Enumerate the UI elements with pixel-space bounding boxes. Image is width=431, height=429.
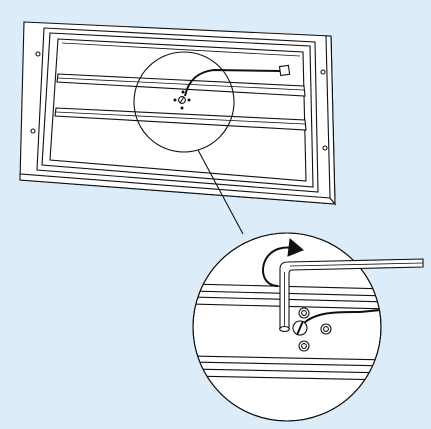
rail-line-8: [193, 375, 381, 381]
screw-top: [298, 307, 310, 319]
slat-2: [54, 107, 307, 131]
cable: [184, 68, 281, 97]
slat-1: [56, 73, 306, 97]
center-screw: [178, 96, 186, 104]
frame-top-lip: [61, 42, 301, 57]
rail-line-1: [193, 283, 381, 290]
screw-top-inner: [301, 310, 307, 316]
screw-bottom: [298, 340, 310, 352]
screw-bottom-inner: [301, 343, 307, 349]
mount-hole-top-left: [35, 51, 41, 57]
frame-right-edge: [325, 35, 336, 206]
screws-zoomed: [292, 307, 332, 352]
mount-hole-bottom-left: [30, 128, 36, 134]
slat-2-edge: [55, 111, 306, 125]
screw-right-inner: [323, 326, 329, 332]
rotation-arrow: [262, 238, 304, 287]
detail-magnified-view: [192, 232, 424, 422]
detail-source-circle: [133, 51, 235, 153]
detail-circle-outline: [192, 232, 382, 422]
center-screw-slot: [179, 96, 185, 104]
small-hole-top: [181, 90, 185, 94]
louver-slats: [54, 73, 307, 131]
small-hole-left: [173, 98, 177, 102]
rail-line-4: [193, 303, 381, 310]
small-hole-bottom: [180, 106, 184, 110]
rotation-arrow-head: [287, 238, 304, 257]
hex-key-facet-long: [289, 262, 424, 267]
hex-key: [279, 258, 424, 333]
frame-panel: [19, 21, 337, 206]
rail-line-3: [193, 296, 381, 303]
panel-center-detail: [173, 64, 291, 110]
frame-opening: [49, 38, 307, 182]
rail-line-2: [193, 290, 381, 297]
rail-line-7: [193, 368, 381, 374]
magnifier-leader-line: [197, 149, 244, 235]
mount-hole-bottom-right: [322, 145, 328, 151]
cable-zoomed: [301, 308, 381, 326]
hex-key-tip: [279, 325, 290, 333]
rail-line-5: [193, 355, 381, 361]
small-hole-right: [187, 98, 191, 102]
slat-1-edge: [57, 77, 305, 91]
cable-connector: [278, 64, 291, 77]
mount-hole-top-right: [320, 69, 326, 75]
rail-line-6: [193, 361, 381, 367]
screw-right: [320, 323, 332, 335]
screw-main-slot: [296, 320, 304, 336]
